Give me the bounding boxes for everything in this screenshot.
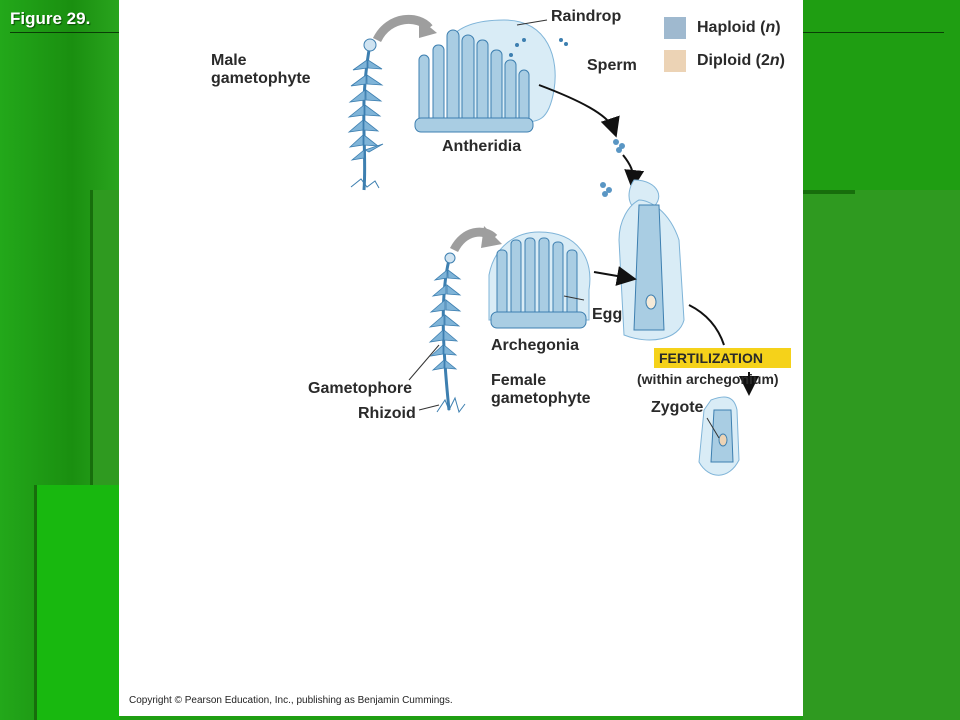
- zygote-archegonium: [698, 396, 740, 476]
- legend-diploid-swatch: [664, 50, 686, 72]
- moss-life-cycle-illustration: [347, 14, 759, 476]
- background-shadow: [90, 190, 93, 485]
- fertilization-highlight: [654, 348, 791, 368]
- legend-haploid-label: Haploid (n): [697, 19, 781, 36]
- label-fertilization-note: (within archegonium): [637, 371, 779, 387]
- archegonia-cluster: [488, 231, 591, 329]
- legend-diploid-label: Diploid (2n): [697, 52, 785, 69]
- label-fertilization: FERTILIZATION: [659, 350, 763, 366]
- legend-haploid-swatch: [664, 17, 686, 39]
- label-rhizoid: Rhizoid: [358, 405, 416, 422]
- label-raindrop: Raindrop: [551, 8, 622, 25]
- label-egg: Egg: [592, 306, 623, 323]
- background-block-lower: [34, 485, 120, 720]
- figure-panel: Male gametophyte Raindrop Sperm Antherid…: [119, 0, 803, 716]
- female-gametophyte-plant: [428, 252, 466, 414]
- label-sperm: Sperm: [587, 57, 637, 74]
- label-antheridia: Antheridia: [442, 138, 522, 155]
- slide-title: Figure 29.: [10, 9, 91, 28]
- label-gametophore: Gametophore: [308, 380, 413, 397]
- label-male-gametophyte-line2: gametophyte: [211, 70, 311, 87]
- label-archegonia: Archegonia: [491, 337, 580, 354]
- background-shadow-lower: [34, 485, 37, 720]
- label-male-gametophyte-line1: Male: [211, 52, 247, 69]
- male-gametophyte-plant: [347, 38, 384, 191]
- antheridia-cluster: [414, 19, 568, 133]
- copyright-notice: Copyright © Pearson Education, Inc., pub…: [129, 695, 453, 706]
- label-zygote: Zygote: [651, 399, 704, 416]
- background-block: [90, 190, 120, 485]
- background-shadow-right: [803, 190, 855, 194]
- archegonium: [618, 179, 685, 341]
- label-female-gametophyte-line1: Female: [491, 372, 547, 389]
- background-block-right: [803, 190, 960, 720]
- label-female-gametophyte-line2: gametophyte: [491, 390, 591, 407]
